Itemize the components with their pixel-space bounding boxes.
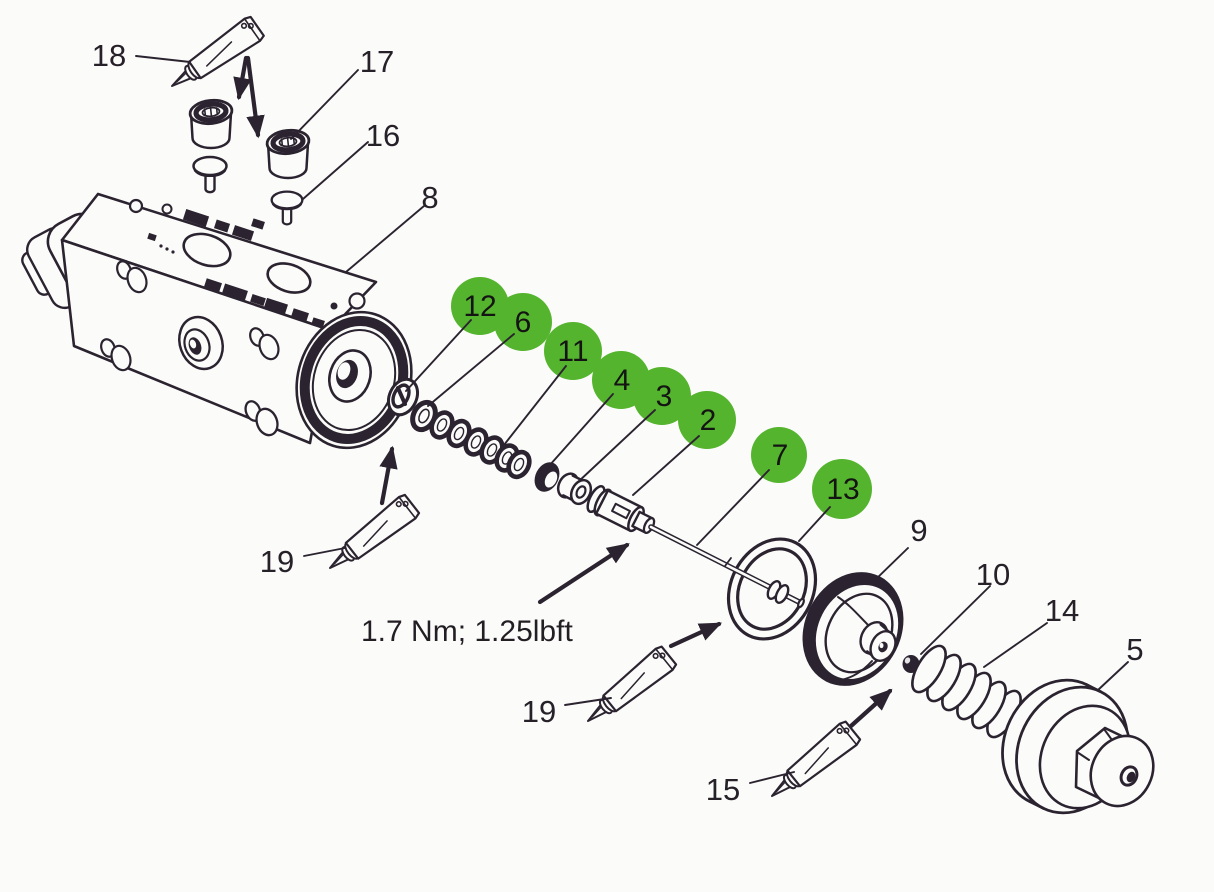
- callout-number-16: 16: [366, 118, 400, 153]
- valve-poppet-left: [192, 155, 228, 194]
- plain-callouts: 18 17 16 8 19 19 15 9 10 14 5: [92, 38, 1144, 807]
- callout-number-11: 11: [557, 335, 588, 368]
- callout-number-4: 4: [614, 364, 631, 397]
- grease-tube-icon-19-left: [320, 492, 422, 580]
- grease-tube-icon-19-mid: [578, 643, 679, 733]
- callout-number-17: 17: [360, 44, 394, 79]
- callout-circle-2: [678, 391, 736, 449]
- callout-number-15: 15: [706, 772, 740, 807]
- callout-circle-3: [633, 367, 691, 425]
- callout-number-13: 13: [826, 473, 859, 506]
- torque-note: 1.7 Nm; 1.25lbft: [361, 615, 573, 648]
- callout-number-9: 9: [910, 513, 927, 548]
- body-end-face: [295, 310, 413, 450]
- arrow-torque-to-packing-nut: [537, 542, 630, 605]
- callout-number-14: 14: [1045, 593, 1079, 628]
- arrow-grease-to-o-ring: [668, 621, 723, 649]
- spacer-3: [556, 472, 593, 506]
- needle-7: [648, 524, 805, 609]
- cup-seal-4: [534, 462, 560, 492]
- arrow-grease-to-seal-ring: [379, 445, 398, 506]
- arrow-grease-to-ball: [848, 688, 893, 729]
- callout-number-19-mid: 19: [522, 694, 556, 729]
- spring-14: [911, 644, 1022, 739]
- body-side-holes: [100, 260, 280, 437]
- callout-number-3: 3: [656, 380, 673, 413]
- callout-circle-7: [751, 427, 807, 483]
- callout-number-10: 10: [976, 557, 1010, 592]
- arrow-grease-to-right-capnut: [245, 55, 265, 139]
- application-arrows: [233, 55, 893, 729]
- callout-circle-11: [544, 322, 602, 380]
- packing-washer-stack: [408, 399, 533, 481]
- callout-number-6: 6: [515, 306, 532, 339]
- callout-number-19-left: 19: [260, 544, 294, 579]
- callout-number-5: 5: [1126, 632, 1143, 667]
- callout-circle-6: [494, 293, 552, 351]
- body-top-markings: [128, 198, 366, 329]
- seal-ring-12: [386, 377, 420, 417]
- callout-number-7: 7: [772, 439, 789, 472]
- piston-9: [802, 572, 904, 686]
- arrow-grease-to-left-capnut: [233, 55, 252, 101]
- callout-number-12: 12: [463, 290, 496, 323]
- gun-body: [21, 192, 413, 450]
- callout-number-2: 2: [700, 404, 717, 437]
- callout-circle-13: [812, 459, 872, 519]
- packing-nut-2: [586, 484, 656, 535]
- end-cap-5: [1001, 678, 1155, 815]
- callout-number-8: 8: [421, 180, 438, 215]
- leader-lines: [135, 55, 1129, 784]
- valve-poppet-right: [270, 190, 304, 226]
- grease-tube-icon-15: [762, 718, 863, 808]
- callout-number-18: 18: [92, 38, 126, 73]
- highlighted-callouts: 12 6 11 4 3 2 7 13: [405, 277, 872, 546]
- cap-nut-right: [266, 128, 310, 178]
- cap-nut-left: [189, 98, 233, 148]
